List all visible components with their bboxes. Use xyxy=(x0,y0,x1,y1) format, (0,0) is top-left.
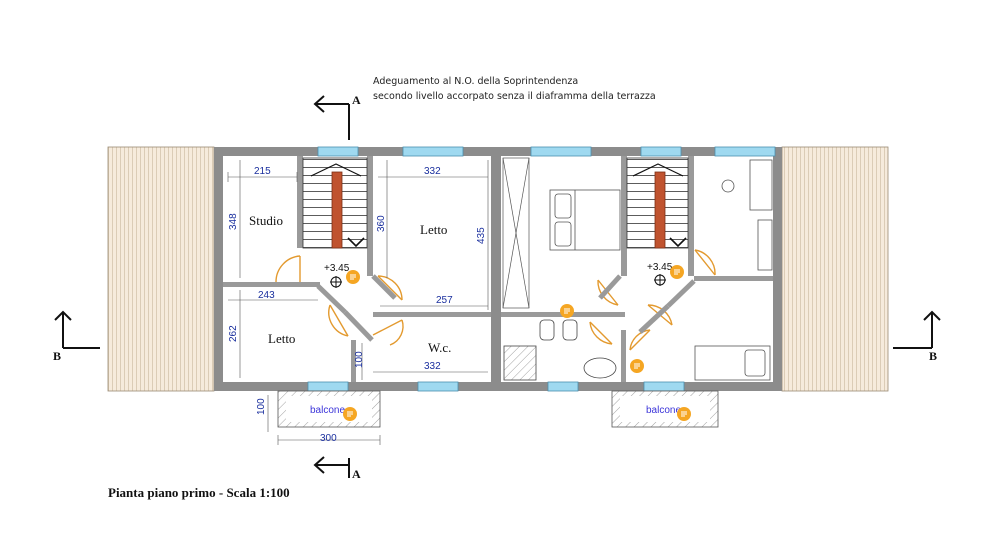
terrace-right xyxy=(781,146,889,392)
balcony-label-right: balcone xyxy=(646,405,681,416)
comment-markers[interactable] xyxy=(343,265,691,421)
section-label-b-right: B xyxy=(929,349,937,363)
dimension-lines xyxy=(227,160,489,445)
room-label-wc: W.c. xyxy=(428,340,451,355)
dim-balcony-depth: 100 xyxy=(256,398,267,415)
hall-walls xyxy=(316,274,696,342)
wardrobe xyxy=(502,157,530,309)
comment-marker-icon[interactable] xyxy=(560,304,574,318)
comment-marker-icon[interactable] xyxy=(346,270,360,284)
dim-studio-height: 348 xyxy=(228,213,239,230)
dim-balcony-width: 300 xyxy=(320,433,337,444)
dim-studio-width: 215 xyxy=(254,166,271,177)
comment-marker-icon[interactable] xyxy=(630,359,644,373)
comment-marker-icon[interactable] xyxy=(343,407,357,421)
section-label-b-left: B xyxy=(53,349,61,363)
stair-right xyxy=(626,157,689,249)
balcony-label-left: balcone xyxy=(310,405,345,416)
level-marker-left xyxy=(330,276,342,288)
double-bed xyxy=(549,189,621,251)
dim-letto-left-width: 243 xyxy=(258,290,275,301)
dim-letto-top-height: 435 xyxy=(476,227,487,244)
level-label-left: +3.45 xyxy=(324,263,350,274)
terrace-left xyxy=(107,146,215,392)
balcony-right xyxy=(611,390,719,428)
dim-letto-top-width: 332 xyxy=(424,166,441,177)
dim-letto-left-height: 262 xyxy=(228,325,239,342)
desk xyxy=(721,159,773,271)
dim-hall-width: 257 xyxy=(436,295,453,306)
dim-letto-top-inner-height: 360 xyxy=(376,215,387,232)
dim-wc-door: 100 xyxy=(354,351,365,368)
annotation-line-1: Adeguamento al N.O. della Soprintendenza xyxy=(373,76,579,87)
room-label-letto-left: Letto xyxy=(268,331,295,346)
plan-caption: Pianta piano primo - Scala 1:100 xyxy=(108,485,290,500)
windows xyxy=(307,146,776,392)
stair-left xyxy=(302,157,368,249)
section-arrows xyxy=(54,95,941,478)
level-marker-right xyxy=(654,274,666,286)
section-label-a-top: A xyxy=(352,93,361,107)
bathroom-fixtures xyxy=(503,319,617,381)
annotation-line-2: secondo livello accorpato senza il diafr… xyxy=(373,91,656,102)
level-label-right: +3.45 xyxy=(647,262,673,273)
dim-wc-width: 332 xyxy=(424,361,441,372)
balcony-left xyxy=(277,390,381,428)
room-label-studio: Studio xyxy=(249,213,283,228)
section-label-a-bottom: A xyxy=(352,467,361,481)
comment-marker-icon[interactable] xyxy=(677,407,691,421)
room-label-letto-top: Letto xyxy=(420,222,447,237)
comment-marker-icon[interactable] xyxy=(670,265,684,279)
exterior-walls xyxy=(214,147,782,391)
single-bed xyxy=(694,345,771,381)
